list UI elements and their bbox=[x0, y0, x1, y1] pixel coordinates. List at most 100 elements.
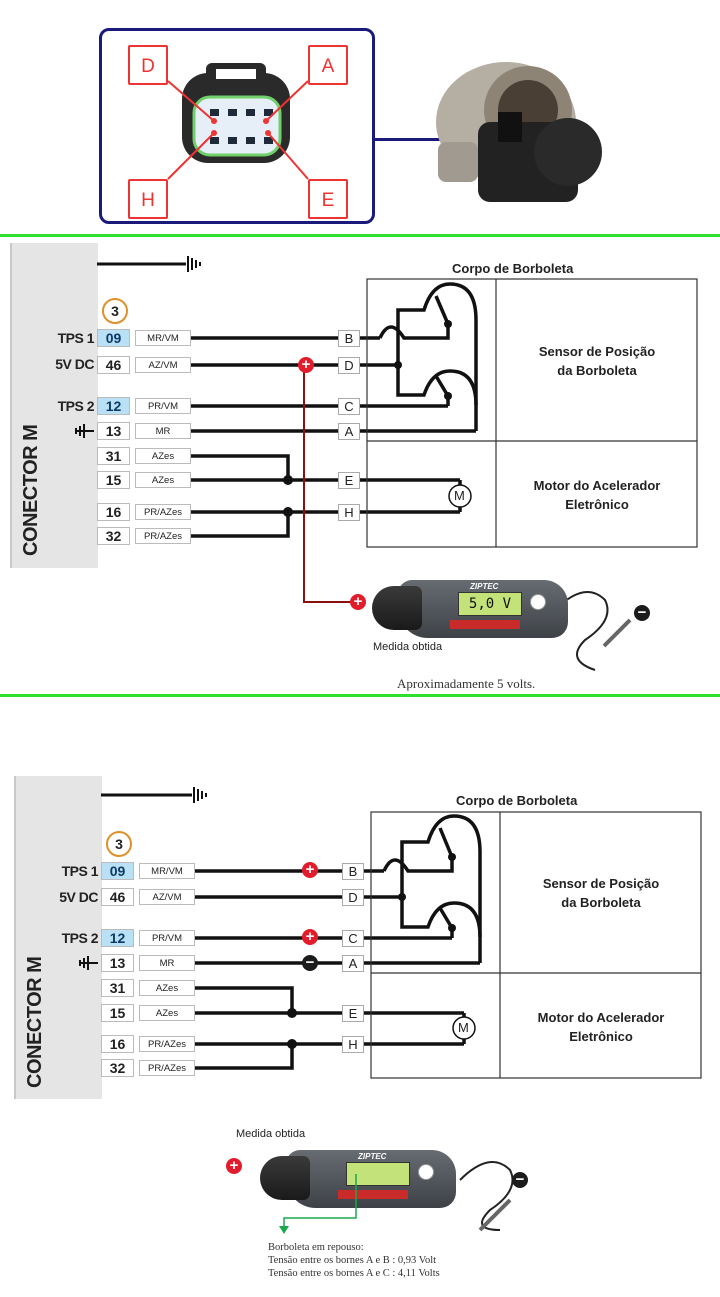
multimeter-grip bbox=[260, 1156, 310, 1200]
motor-label-line1: Motor do Acelerador bbox=[537, 1010, 665, 1025]
pin-number: 13 bbox=[101, 954, 134, 972]
connector-m-column bbox=[10, 243, 98, 568]
wiring-diagram-1 bbox=[75, 256, 698, 671]
sensor-label-line1: Sensor de Posição bbox=[538, 344, 656, 359]
wire-color: MR bbox=[139, 955, 195, 971]
negative-probe-icon: − bbox=[302, 955, 318, 971]
brand-logo-icon bbox=[418, 1164, 434, 1180]
throttle-body-image bbox=[436, 62, 602, 202]
throttle-body-title: Corpo de Borboleta bbox=[452, 261, 574, 276]
pin-number: 12 bbox=[101, 929, 134, 947]
multimeter: ZIPTEC bbox=[260, 1150, 456, 1208]
pin-label-a: A bbox=[308, 45, 348, 85]
throttle-body-title: Corpo de Borboleta bbox=[456, 793, 578, 808]
pin-number: 32 bbox=[97, 527, 130, 545]
motor-description: Motor do Acelerador Eletrônico bbox=[500, 476, 694, 514]
terminal-label: H bbox=[342, 1036, 364, 1053]
connector-m-column bbox=[14, 776, 102, 1099]
pin-number: 12 bbox=[97, 397, 130, 415]
terminal-label: C bbox=[342, 930, 364, 947]
positive-probe-icon: + bbox=[302, 862, 318, 878]
connector-plug-drawing bbox=[167, 63, 309, 180]
pin-number: 09 bbox=[101, 862, 134, 880]
multimeter-brand: ZIPTEC bbox=[470, 582, 499, 591]
multimeter: ZIPTEC 5,0 V bbox=[372, 580, 568, 638]
signal-label: TPS 1 bbox=[57, 330, 95, 346]
terminal-label: D bbox=[342, 889, 364, 906]
sensor-label-line2: da Borboleta bbox=[557, 363, 637, 378]
pin-number: 46 bbox=[101, 888, 134, 906]
multimeter-label-strip bbox=[338, 1190, 408, 1199]
sensor-description: Sensor de Posição da Borboleta bbox=[500, 342, 694, 380]
multimeter-brand: ZIPTEC bbox=[358, 1152, 387, 1161]
pin-label-h: H bbox=[128, 179, 168, 219]
terminal-label: C bbox=[338, 398, 360, 415]
measure-caption: Medida obtida bbox=[236, 1128, 306, 1140]
wire-color: PR/VM bbox=[139, 930, 195, 946]
result-block: Borboleta em repouso: Tensão entre os bo… bbox=[268, 1241, 440, 1280]
multimeter-display: 5,0 V bbox=[458, 592, 522, 616]
wire-color: PR/AZes bbox=[139, 1060, 195, 1076]
measure-caption: Medida obtida bbox=[373, 641, 443, 653]
wire-color: MR/VM bbox=[139, 863, 195, 879]
pin-number: 32 bbox=[101, 1059, 134, 1077]
motor-symbol: M bbox=[458, 1020, 469, 1035]
positive-probe-icon: + bbox=[350, 594, 366, 610]
section-divider bbox=[0, 234, 720, 237]
pin-number: 13 bbox=[97, 422, 130, 440]
multimeter-grip bbox=[372, 586, 422, 630]
motor-label-line1: Motor do Acelerador bbox=[533, 478, 661, 493]
pin-number: 15 bbox=[97, 471, 130, 489]
signal-label: 5V DC bbox=[59, 889, 98, 905]
signal-label: TPS 2 bbox=[61, 930, 99, 946]
meter-callout-and-cable bbox=[279, 1161, 514, 1234]
step-badge: 3 bbox=[102, 298, 128, 324]
positive-probe-icon: + bbox=[226, 1158, 242, 1174]
pin-number: 16 bbox=[101, 1035, 134, 1053]
negative-probe-icon: − bbox=[512, 1172, 528, 1188]
terminal-label: B bbox=[342, 863, 364, 880]
pin-number: 16 bbox=[97, 503, 130, 521]
result-line-1: Borboleta em repouso: bbox=[268, 1242, 364, 1253]
result-line-2: Tensão entre os bornes A e B : 0,93 Volt bbox=[268, 1255, 437, 1266]
motor-description: Motor do Acelerador Eletrônico bbox=[504, 1008, 698, 1046]
step-badge: 3 bbox=[106, 831, 132, 857]
motor-label-line2: Eletrônico bbox=[565, 497, 629, 512]
signal-label: TPS 2 bbox=[57, 398, 95, 414]
sensor-description: Sensor de Posição da Borboleta bbox=[504, 874, 698, 912]
wire-color: AZ/VM bbox=[135, 357, 191, 373]
positive-probe-icon: + bbox=[298, 357, 314, 373]
terminal-label: H bbox=[338, 504, 360, 521]
wire-color: PR/AZes bbox=[135, 504, 191, 520]
wire-color: AZ/VM bbox=[139, 889, 195, 905]
terminal-label: E bbox=[342, 1005, 364, 1022]
pin-number: 31 bbox=[97, 447, 130, 465]
wire-color: AZes bbox=[139, 980, 195, 996]
signal-label: 5V DC bbox=[55, 356, 94, 372]
terminal-label: D bbox=[338, 357, 360, 374]
motor-symbol: M bbox=[454, 488, 465, 503]
wire-color: PR/AZes bbox=[139, 1036, 195, 1052]
negative-probe-icon: − bbox=[634, 605, 650, 621]
wire-color: AZes bbox=[135, 448, 191, 464]
terminal-label: B bbox=[338, 330, 360, 347]
section-divider bbox=[0, 694, 720, 697]
brand-logo-icon bbox=[530, 594, 546, 610]
pin-label-e: E bbox=[308, 179, 348, 219]
positive-probe-icon: + bbox=[302, 929, 318, 945]
pin-number: 31 bbox=[101, 979, 134, 997]
multimeter-label-strip bbox=[450, 620, 520, 629]
wire-color: PR/VM bbox=[135, 398, 191, 414]
pin-number: 46 bbox=[97, 356, 130, 374]
signal-label: TPS 1 bbox=[61, 863, 99, 879]
wire-color: MR bbox=[135, 423, 191, 439]
sensor-label-line1: Sensor de Posição bbox=[542, 876, 660, 891]
wire-color: MR/VM bbox=[135, 330, 191, 346]
result-line-3: Tensão entre os bornes A e C : 4,11 Volt… bbox=[268, 1268, 440, 1279]
terminal-label: A bbox=[338, 423, 360, 440]
terminal-label: E bbox=[338, 472, 360, 489]
result-text: Aproximadamente 5 volts. bbox=[397, 676, 536, 691]
wire-color: AZes bbox=[139, 1005, 195, 1021]
connector-pinout-panel: D A H E bbox=[99, 28, 375, 224]
wire-color: PR/AZes bbox=[135, 528, 191, 544]
